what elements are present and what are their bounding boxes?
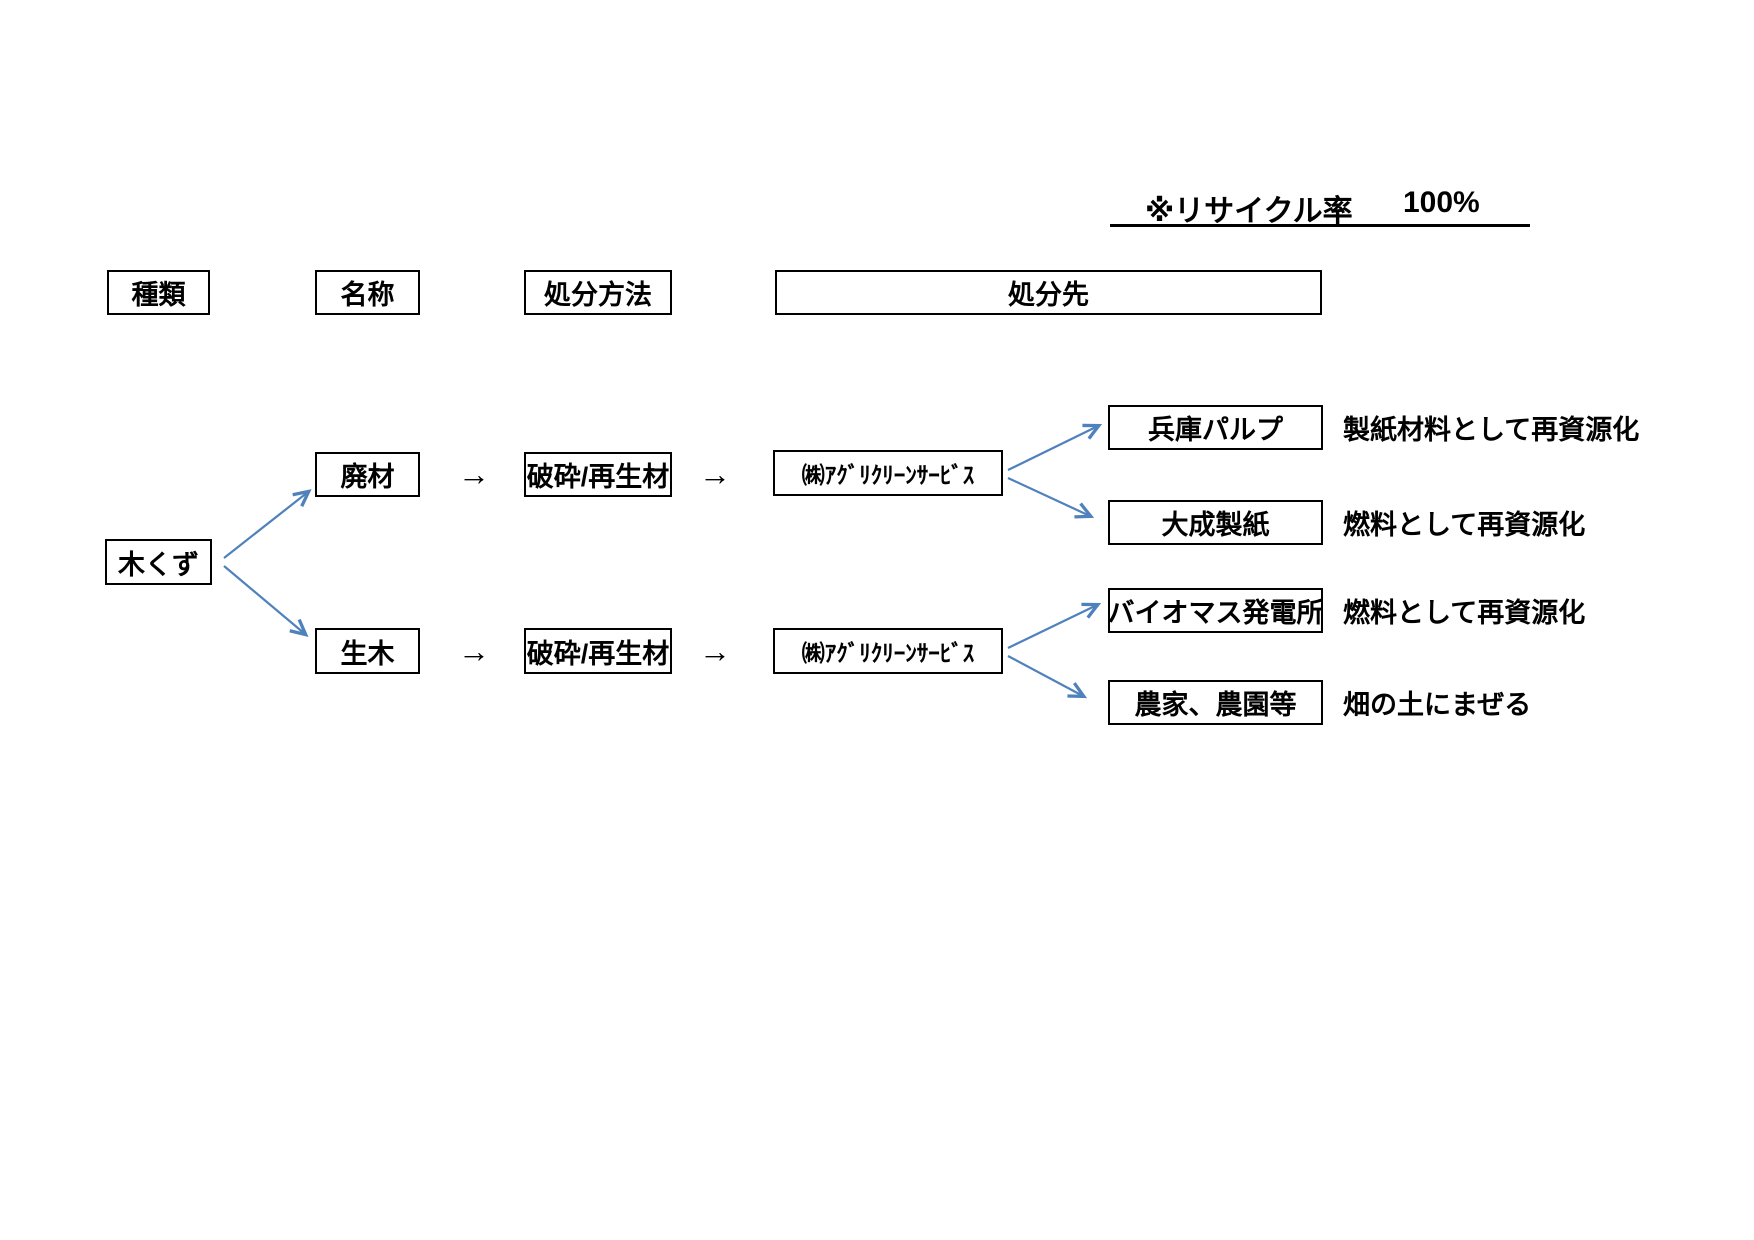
outcome-note-farms: 畑の土にまぜる	[1343, 690, 1532, 720]
root-box-wood-waste: 木くず	[105, 539, 212, 585]
recycle-rate-value: 100%	[1403, 186, 1480, 219]
recycle-rate-underline	[1110, 224, 1530, 227]
destination-box-hyogo-pulp: 兵庫パルプ	[1108, 405, 1323, 450]
destination-box-taisei-paper: 大成製紙	[1108, 500, 1323, 545]
branch2-name-box: 生木	[315, 628, 420, 674]
branch1-method-box: 破砕/再生材	[524, 452, 672, 497]
branch1-name-box: 廃材	[315, 452, 420, 497]
arrow-root-to-haizai	[223, 492, 308, 559]
outcome-note-biomass-plant: 燃料として再資源化	[1343, 598, 1586, 628]
branch1-flow-arrow-2: →	[699, 456, 731, 492]
header-disposal-method: 処分方法	[524, 270, 672, 315]
arrow-company1-to-hyogo-pulp	[1007, 426, 1098, 471]
destination-box-farms: 農家、農園等	[1108, 680, 1323, 725]
branch1-flow-arrow-1: →	[458, 456, 490, 492]
recycle-rate-label: ※リサイクル率	[1145, 195, 1353, 228]
header-name: 名称	[315, 270, 420, 315]
outcome-note-taisei-paper: 燃料として再資源化	[1343, 510, 1586, 540]
branch2-flow-arrow-2: →	[699, 632, 731, 669]
destination-box-biomass-plant: バイオマス発電所	[1108, 588, 1324, 633]
branch1-company-box: ㈱ｱｸﾞﾘｸﾘｰﾝｻｰﾋﾞｽ	[773, 450, 1003, 496]
arrow-company2-to-biomass-plant	[1007, 605, 1097, 649]
header-type: 種類	[107, 270, 210, 315]
branch2-method-box: 破砕/再生材	[524, 628, 672, 674]
arrow-root-to-namaki	[223, 565, 305, 634]
arrow-company1-to-taisei-paper	[1007, 477, 1090, 516]
branch2-flow-arrow-1: →	[458, 632, 490, 669]
header-disposal-destination: 処分先	[775, 270, 1322, 315]
outcome-note-hyogo-pulp: 製紙材料として再資源化	[1343, 415, 1640, 445]
branch2-company-box: ㈱ｱｸﾞﾘｸﾘｰﾝｻｰﾋﾞｽ	[773, 628, 1003, 674]
arrow-company2-to-farms	[1007, 655, 1083, 696]
